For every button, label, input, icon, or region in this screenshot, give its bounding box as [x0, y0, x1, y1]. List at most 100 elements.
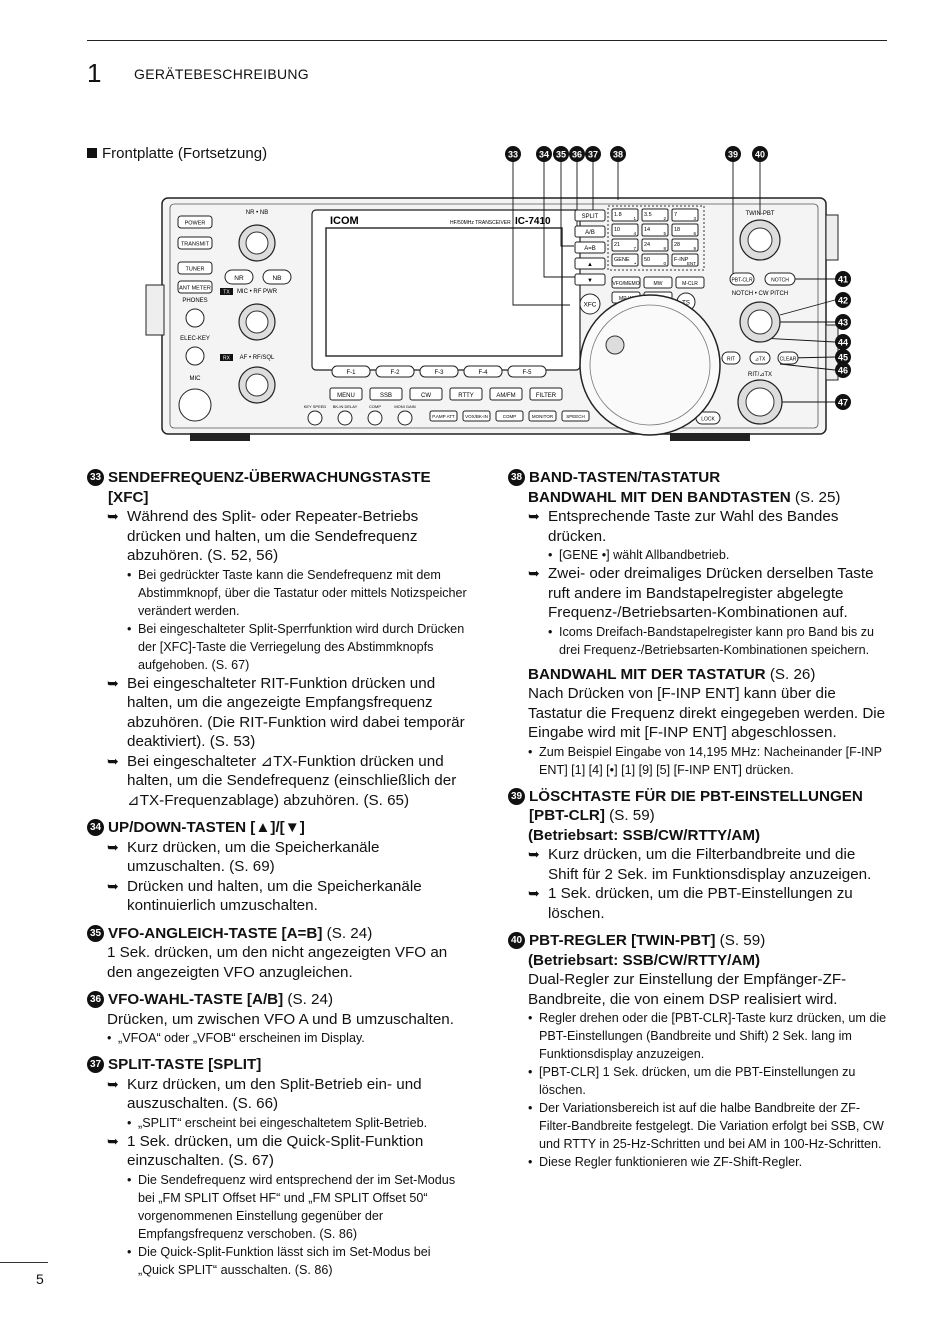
keypad-key-digit: 4	[633, 231, 636, 236]
bullet-item: •Die Sendefrequenz wird entsprechend der…	[127, 1171, 467, 1243]
bottom-key-label: SPEECH	[566, 414, 585, 419]
function-key-label: F-3	[435, 370, 445, 376]
small-knob	[367, 410, 383, 426]
callout-label: 42	[838, 296, 848, 306]
keypad-key	[641, 208, 669, 222]
right-knob-label: TWIN-PBT	[746, 211, 775, 217]
xfc-button	[579, 293, 601, 315]
arrow-text: Bei eingeschalteter ⊿TX-Funktion drücken…	[127, 752, 457, 809]
paragraph: Nach Drücken von [F-INP ENT] kann über d…	[528, 685, 886, 741]
bottom-key	[429, 410, 458, 422]
small-knob-label: MONI GAIN	[394, 404, 415, 409]
entry-title: PBT-REGLER [TWIN-PBT] (S. 59)	[529, 931, 888, 951]
mode-key-label: RTTY	[458, 393, 474, 399]
keypad-frame	[607, 205, 705, 271]
bullet-item: •Die Quick-Split-Funktion lässt sich im …	[127, 1243, 467, 1279]
callout-label: 44	[838, 338, 848, 348]
bullet-dot-icon: •	[528, 1065, 533, 1079]
keypad-key-digit: 0	[663, 261, 666, 266]
arrow-icon: ➥	[107, 674, 119, 691]
bottom-key-label: MONITOR	[532, 414, 554, 419]
arrow-item: ➥Kurz drücken, um die Filterbandbreite u…	[528, 845, 888, 884]
entry-title: LÖSCHTASTE FÜR DIE PBT-EINSTELLUNGEN [PB…	[529, 787, 888, 826]
center-key	[574, 241, 606, 254]
chapter-title: GERÄTEBESCHREIBUNG	[134, 66, 309, 82]
panel-button-label: NB	[272, 275, 281, 282]
small-knob	[307, 410, 323, 426]
center-key-label: ▼	[587, 278, 593, 284]
bullet-item: •Der Variationsbereich ist auf die halbe…	[528, 1099, 888, 1153]
mode-key	[369, 387, 403, 401]
panel-button	[177, 280, 213, 294]
bullet-text: „SPLIT“ erscheint bei eingeschaltetem Sp…	[138, 1115, 428, 1130]
callout-47	[835, 394, 851, 410]
right-key	[764, 272, 796, 286]
panel-button	[177, 236, 213, 250]
subheading: BANDWAHL MIT DEN BANDTASTEN (S. 25)	[528, 488, 888, 508]
callout-label: 40	[755, 150, 765, 160]
bullet-text: Der Variationsbereich ist auf die halbe …	[539, 1101, 884, 1151]
memory-key	[611, 276, 641, 289]
bullet-text: Diese Regler funktionieren wie ZF-Shift-…	[539, 1155, 803, 1169]
arrow-icon: ➥	[107, 1132, 119, 1149]
keypad-key-digit: 9	[693, 246, 696, 251]
page-number: 5	[36, 1271, 44, 1287]
inner-knob	[245, 310, 269, 334]
arrow-text: Kurz drücken, um die Filterbandbreite un…	[548, 846, 872, 883]
mic-connector	[178, 388, 212, 422]
keypad-key-digit: ENT	[687, 261, 696, 266]
keypad-key-band: 50	[644, 257, 650, 263]
keypad-key-band: GENE	[614, 257, 630, 263]
entry-title-text: PBT-REGLER [TWIN-PBT]	[529, 932, 716, 949]
callout-35	[553, 146, 569, 162]
paragraph: Drücken, um zwischen VFO A und B umzusch…	[107, 1010, 454, 1028]
panel-label: MIC	[190, 376, 202, 382]
panel-label: PHONES	[182, 298, 207, 304]
right-key	[749, 351, 771, 365]
panel-button-label: POWER	[185, 221, 206, 227]
status-tag	[220, 354, 233, 361]
section-title-text: Frontplatte (Fortsetzung)	[102, 145, 268, 162]
phones-jack	[185, 308, 205, 328]
right-key-label: NOTCH	[771, 278, 789, 284]
bullet-dot-icon: •	[107, 1031, 112, 1045]
keypad-key	[611, 208, 639, 222]
center-key-label: A/B	[585, 230, 595, 236]
callout-45	[835, 349, 851, 365]
callout-label: 35	[556, 150, 566, 160]
keypad-key-band: 3.5	[644, 212, 652, 218]
callout-46	[835, 362, 851, 378]
center-key-label: ▲	[587, 262, 593, 268]
right-key-label: LOCK	[701, 417, 715, 423]
keypad-key	[671, 238, 699, 252]
keypad-key-digit: 7	[633, 246, 636, 251]
keypad-key	[641, 238, 669, 252]
callout-38	[610, 146, 626, 162]
entry-number-badge: 34	[87, 819, 104, 836]
brand-logo: ICOM	[330, 215, 359, 227]
entry-number-badge: 37	[87, 1056, 104, 1073]
mode-key-label: MENU	[337, 393, 355, 399]
bullet-dot-icon: •	[528, 1155, 533, 1169]
keypad-key-digit: 6	[693, 231, 696, 236]
function-key	[419, 365, 459, 378]
bullet-item: •[PBT-CLR] 1 Sek. drücken, um die PBT-Ei…	[528, 1063, 888, 1099]
mode-key-label: SSB	[380, 393, 392, 399]
memory-key	[643, 276, 673, 289]
keypad-key	[611, 253, 639, 267]
bullet-item: •Zum Beispiel Eingabe von 14,195 MHz: Na…	[528, 743, 888, 779]
model-label: IC-7410	[515, 216, 551, 227]
callout-label: 38	[613, 150, 623, 160]
footer-rule	[0, 1262, 48, 1263]
mode-key	[329, 387, 363, 401]
bullet-dot-icon: •	[548, 624, 553, 639]
keypad-key-band: 7	[674, 212, 677, 218]
